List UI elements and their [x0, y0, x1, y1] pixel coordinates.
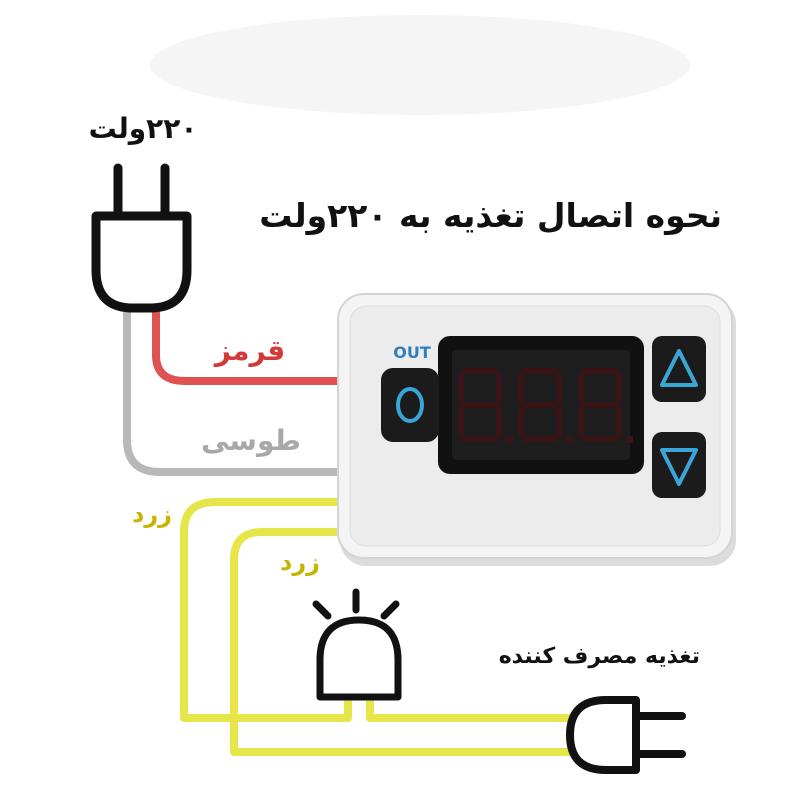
load-power-label: تغذیه مصرف کننده — [498, 644, 700, 669]
lamp-icon — [312, 588, 402, 701]
down-button[interactable] — [652, 432, 706, 498]
yellow-inner-wire-label: زرد — [280, 548, 320, 576]
up-button[interactable] — [652, 336, 706, 402]
red-wire-label: قرمز — [214, 334, 286, 367]
input-plug-icon — [91, 163, 192, 313]
gray-wire-label: طوسی — [201, 424, 301, 457]
output-plug-icon — [566, 696, 686, 774]
up-arrow-icon — [660, 349, 698, 387]
background-shadow — [150, 15, 690, 115]
out-button[interactable] — [381, 368, 439, 442]
red-wire — [152, 304, 344, 385]
down-arrow-icon — [660, 448, 698, 486]
yellow-outer-wire-label: زرد — [132, 500, 172, 528]
thermostat-device — [337, 293, 736, 566]
out-button-icon — [396, 387, 424, 423]
diagram-title: نحوه اتصال تغذیه به ۲۲۰ولت — [259, 196, 722, 235]
yellow-wire-lamp-to-plug — [366, 696, 576, 722]
gray-wire — [123, 304, 344, 476]
input-voltage-label: ۲۲۰ولت — [88, 112, 198, 145]
out-label: OUT — [393, 343, 431, 362]
yellow-wire-inner — [230, 528, 576, 756]
yellow-wire-outer — [180, 498, 352, 722]
seven-segment-digits — [458, 368, 633, 443]
